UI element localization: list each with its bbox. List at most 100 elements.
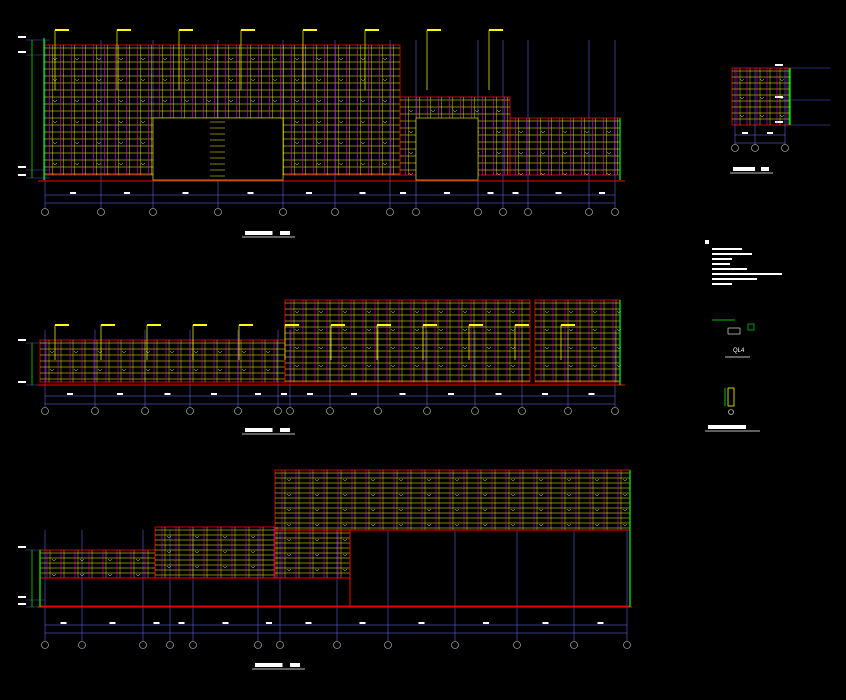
elevation-3 (18, 469, 632, 670)
glass-mark (496, 172, 502, 176)
glass-mark (366, 346, 372, 350)
dimension-text (742, 132, 748, 134)
glass-mark (318, 328, 324, 332)
glass-mark (510, 508, 516, 512)
axis-bubble (564, 407, 572, 415)
level-text (775, 96, 783, 98)
glass-mark (462, 346, 468, 350)
dimension-text (487, 192, 494, 194)
glass-mark (294, 120, 300, 124)
axis-bubble (781, 144, 789, 152)
axis-bubble (149, 208, 157, 216)
detail-label-ql4: QL4 (733, 348, 745, 354)
glass-mark (398, 493, 404, 497)
level-text (18, 36, 26, 38)
dimension-text (266, 622, 272, 624)
glass-mark (286, 523, 292, 527)
glass-mark (538, 508, 544, 512)
level-text (18, 381, 26, 383)
glass-mark (568, 328, 574, 332)
glass-mark (482, 478, 488, 482)
glass-mark (342, 568, 348, 572)
glass-mark (430, 109, 436, 113)
glass-mark (382, 141, 388, 145)
glass-mark (540, 130, 546, 134)
axis-bubble (585, 208, 593, 216)
level-text (18, 174, 26, 176)
dimension-text (448, 393, 454, 395)
glass-mark (96, 141, 102, 145)
axis-bubble (474, 208, 482, 216)
glass-mark (366, 364, 372, 368)
glass-mark (314, 508, 320, 512)
dimension-text (178, 622, 185, 624)
elevation-2 (18, 299, 625, 435)
glass-mark (74, 99, 80, 103)
glass-mark (462, 328, 468, 332)
glass-mark (510, 478, 516, 482)
drawing-scale (280, 428, 290, 432)
glass-mark (779, 114, 785, 118)
leader-text (241, 29, 255, 31)
leader-text (285, 324, 299, 326)
glass-mark (454, 508, 460, 512)
glass-mark (162, 99, 168, 103)
glass-mark (314, 568, 320, 572)
axis-bubble (234, 407, 242, 415)
glass-mark (594, 523, 600, 527)
dimension-text (542, 622, 549, 624)
axis-bubble (518, 407, 526, 415)
glass-mark (566, 523, 572, 527)
facade-outline (154, 526, 276, 579)
glass-mark (562, 151, 568, 155)
glass-mark (74, 141, 80, 145)
glass-mark (107, 573, 113, 577)
glass-mark (338, 57, 344, 61)
glass-mark (606, 151, 612, 155)
glass-mark (118, 99, 124, 103)
glass-mark (338, 78, 344, 82)
glass-mark (74, 162, 80, 166)
glass-mark (206, 57, 212, 61)
glass-mark (316, 99, 322, 103)
glass-mark (294, 310, 300, 314)
dimension-text (483, 622, 489, 624)
glass-mark (360, 99, 366, 103)
glass-mark (622, 523, 628, 527)
axis-bubble (333, 641, 341, 649)
glass-mark (496, 130, 502, 134)
glass-mark (544, 328, 550, 332)
leader-text (55, 324, 69, 326)
glass-mark (540, 151, 546, 155)
glass-mark (228, 99, 234, 103)
glass-mark (360, 57, 366, 61)
dimension-text (70, 192, 76, 194)
axis-bubble (611, 407, 619, 415)
glass-mark (408, 130, 414, 134)
glass-mark (286, 553, 292, 557)
glass-mark (518, 151, 524, 155)
glass-mark (566, 508, 572, 512)
glass-mark (118, 120, 124, 124)
glass-mark (140, 162, 146, 166)
axis-bubble (91, 407, 99, 415)
dimension-text (306, 192, 312, 194)
glass-mark (222, 535, 228, 539)
glass-mark (228, 78, 234, 82)
dimension-text (359, 192, 366, 194)
glass-mark (250, 565, 256, 569)
dimension-text (588, 393, 595, 395)
glass-mark (390, 310, 396, 314)
axis-bubble (166, 641, 174, 649)
axis-bubble (386, 208, 394, 216)
dimension-text (247, 192, 254, 194)
glass-mark (217, 350, 223, 354)
glass-mark (482, 523, 488, 527)
axis-bubble (41, 641, 49, 649)
glass-mark (166, 565, 172, 569)
axis-bubble (139, 641, 147, 649)
section-detail (727, 327, 741, 335)
glass-mark (121, 368, 127, 372)
glass-mark (739, 114, 745, 118)
glass-mark (74, 57, 80, 61)
